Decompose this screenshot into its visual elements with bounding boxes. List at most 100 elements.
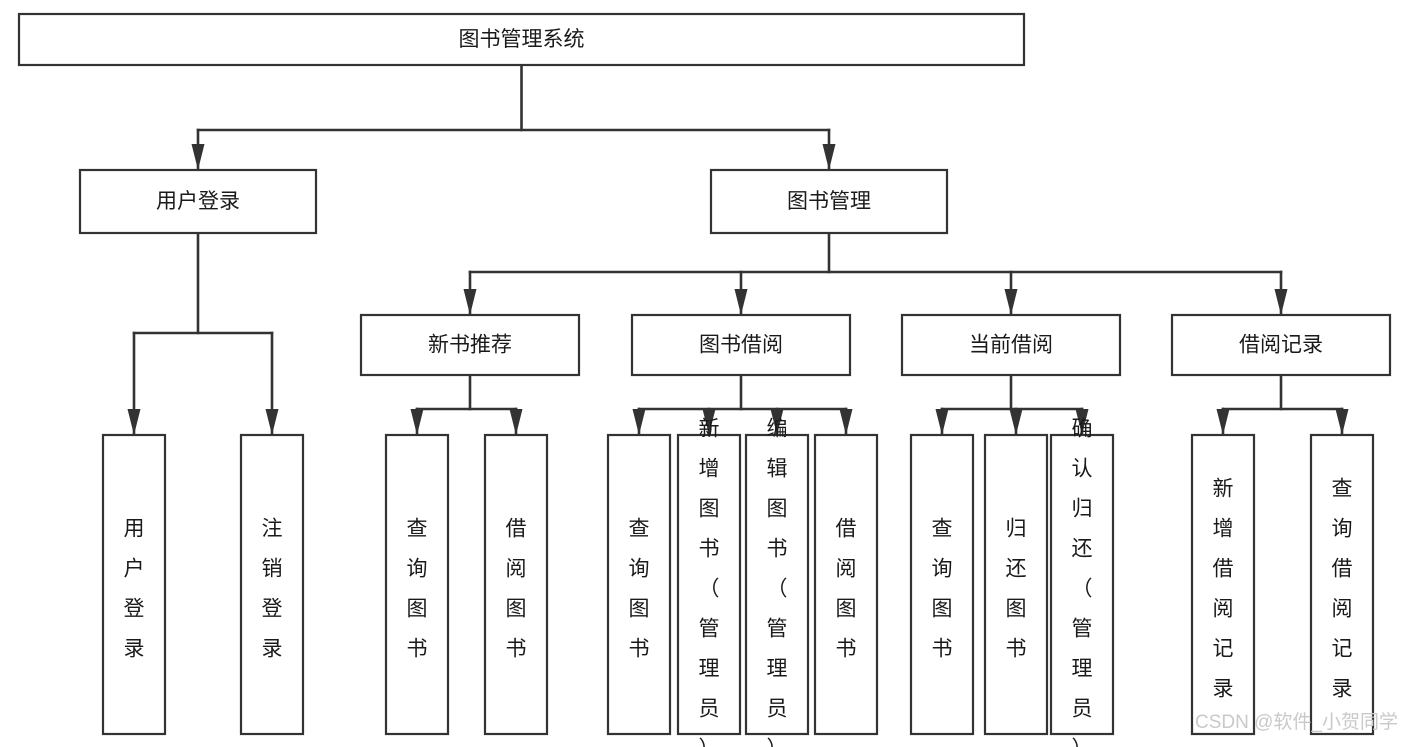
node-label-char: 记 xyxy=(1332,638,1353,661)
node-label-char: 书 xyxy=(699,538,720,561)
node-label-char: 新 xyxy=(699,418,720,441)
node-label-char: 用 xyxy=(124,518,145,541)
node-box xyxy=(359,313,581,377)
node-label-char: 图 xyxy=(836,598,857,621)
node-box xyxy=(983,433,1049,736)
node-label-char: 认 xyxy=(1072,458,1093,481)
node-label-char: 借 xyxy=(1213,558,1234,581)
node-box xyxy=(630,313,852,377)
node-label-char: 登 xyxy=(262,598,283,621)
node-label-char: 确 xyxy=(1072,418,1093,441)
arrow-head-icon xyxy=(1216,409,1230,435)
node-label-char: 户 xyxy=(124,558,145,581)
node-label-char: 还 xyxy=(1072,538,1093,561)
node-label-char: 阅 xyxy=(1213,598,1234,621)
node-label-char: 记 xyxy=(1213,638,1234,661)
node-label-char: 图 xyxy=(767,498,788,521)
node-label-char: 阅 xyxy=(1332,598,1353,621)
node-label-char: 录 xyxy=(124,638,145,661)
node-level3-借阅记录[interactable]: 借阅记录 xyxy=(1170,313,1392,377)
connector-group-user-login xyxy=(127,231,279,436)
node-box xyxy=(384,433,450,736)
arrow-head-icon xyxy=(734,289,748,315)
connector-group-图书借阅 xyxy=(632,373,853,436)
node-label-char: 书 xyxy=(932,638,953,661)
node-label-char: 登 xyxy=(124,598,145,621)
node-box xyxy=(78,168,318,235)
node-label: 当前借阅 xyxy=(969,334,1053,357)
node-label-char: 书 xyxy=(836,638,857,661)
node-label-char: 书 xyxy=(506,638,527,661)
arrow-head-icon xyxy=(191,144,205,170)
node-label-char: 询 xyxy=(1332,518,1353,541)
node-label-char: 辑 xyxy=(767,458,788,481)
node-level3-当前借阅[interactable]: 当前借阅 xyxy=(900,313,1122,377)
node-label-char: 图 xyxy=(699,498,720,521)
node-label-char: 管 xyxy=(1072,618,1093,641)
node-level2-用户登录[interactable]: 用户登录 xyxy=(78,168,318,235)
node-label: 新书推荐 xyxy=(428,334,512,357)
arrow-head-icon xyxy=(1335,409,1349,435)
arrow-head-icon xyxy=(265,409,279,435)
csdn-watermark: CSDN @软件_小贺同学 xyxy=(1195,711,1398,733)
node-label-char: 询 xyxy=(932,558,953,581)
node-box xyxy=(709,168,949,235)
arrow-head-icon xyxy=(935,409,949,435)
node-box xyxy=(239,433,305,736)
node-label-char: （ xyxy=(1072,578,1093,601)
node-label-char: （ xyxy=(767,578,788,601)
node-box xyxy=(606,433,672,736)
node-box xyxy=(17,12,1026,67)
node-label-char: 增 xyxy=(699,458,720,481)
arrow-head-icon xyxy=(702,409,716,435)
node-label-char: 录 xyxy=(262,638,283,661)
node-box xyxy=(1190,433,1256,736)
node-label-char: （ xyxy=(699,578,720,601)
node-label-char: 借 xyxy=(836,518,857,541)
node-label-char: 录 xyxy=(1332,678,1353,701)
connector-group-借阅记录 xyxy=(1216,373,1349,436)
arrow-head-icon xyxy=(770,409,784,435)
node-level3-图书借阅[interactable]: 图书借阅 xyxy=(630,313,852,377)
node-label-char: 增 xyxy=(1213,518,1234,541)
node-label-char: 图 xyxy=(407,598,428,621)
node-level3-新书推荐[interactable]: 新书推荐 xyxy=(359,313,581,377)
node-label-char: 还 xyxy=(1006,558,1027,581)
arrow-head-icon xyxy=(632,409,646,435)
node-label-char: 员 xyxy=(767,698,788,721)
node-label-char: 阅 xyxy=(836,558,857,581)
node-label-char: ） xyxy=(1072,738,1093,747)
arrow-head-icon xyxy=(463,289,477,315)
node-box xyxy=(744,433,810,736)
node-box xyxy=(676,433,742,736)
node-label-char: ） xyxy=(699,738,720,747)
node-label-char: 管 xyxy=(699,618,720,641)
node-leaf-用户登录[interactable]: 用户登录 xyxy=(101,433,167,736)
node-label-char: 图 xyxy=(1006,598,1027,621)
node-label-char: 图 xyxy=(932,598,953,621)
node-label-char: 书 xyxy=(767,538,788,561)
node-label-char: 员 xyxy=(1072,698,1093,721)
connector-group-root xyxy=(191,63,836,171)
node-box xyxy=(1170,313,1392,377)
node-label-char: 书 xyxy=(407,638,428,661)
node-label: 用户登录 xyxy=(156,190,240,213)
node-level2-图书管理[interactable]: 图书管理 xyxy=(709,168,949,235)
node-label-char: 理 xyxy=(1072,658,1093,681)
node-label-char: 查 xyxy=(1332,478,1353,501)
node-root-图书管理系统[interactable]: 图书管理系统 xyxy=(17,12,1026,67)
node-box xyxy=(1309,433,1375,736)
